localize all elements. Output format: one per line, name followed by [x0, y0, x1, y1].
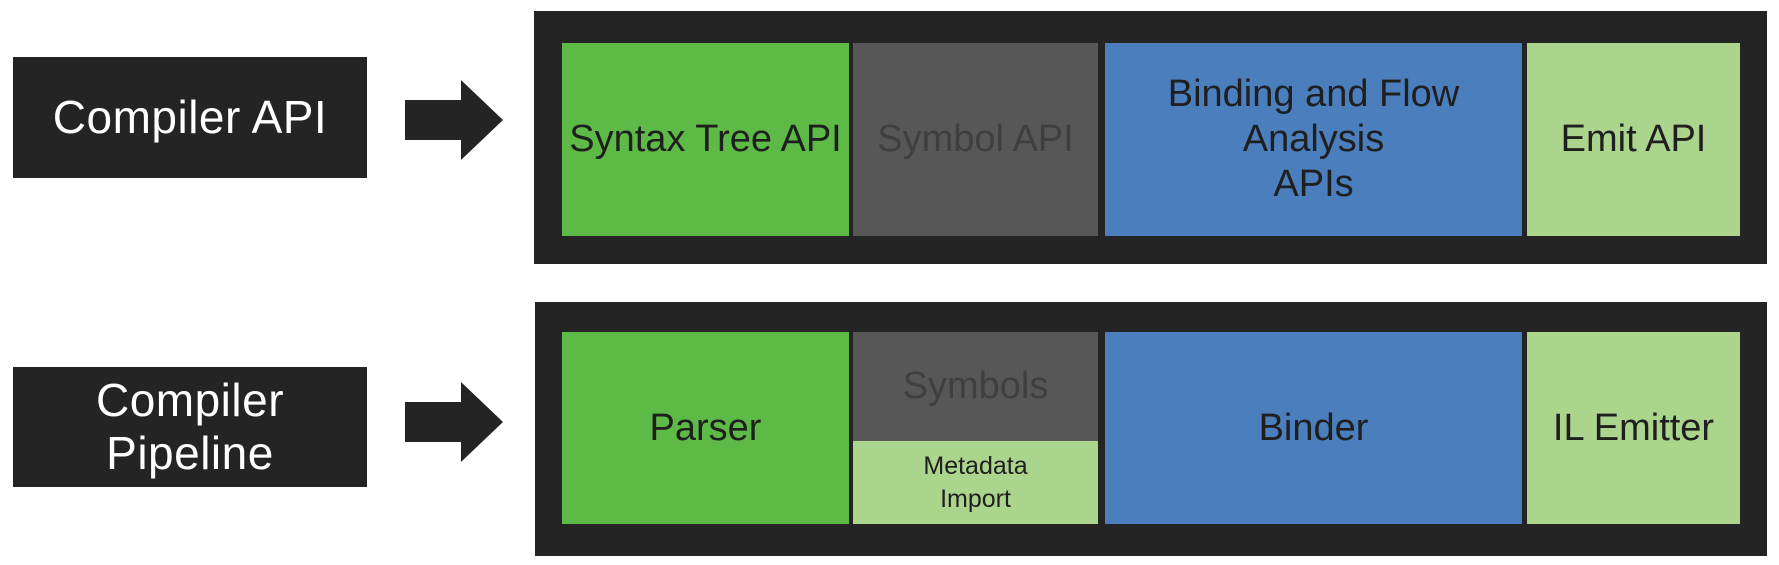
- segment-label: Emit API: [1560, 118, 1707, 161]
- compiler-api-container: Syntax Tree API Symbol API Binding and F…: [534, 11, 1767, 264]
- arrow-head: [461, 382, 503, 462]
- compiler-pipeline-label: Compiler Pipeline: [95, 374, 285, 479]
- right-arrow-icon: [405, 80, 503, 160]
- segment-emit-api: Emit API: [1527, 43, 1740, 236]
- segment-label: Syntax Tree API: [569, 118, 842, 161]
- segment-symbol-api: Symbol API: [853, 43, 1098, 236]
- segment-label: Parser: [649, 406, 762, 449]
- segment-label: Binding and Flow Analysis APIs: [1167, 73, 1460, 205]
- compiler-pipeline-container: Parser Symbols Metadata Import Binder IL…: [535, 302, 1767, 556]
- segment-symbols: Symbols: [853, 332, 1098, 441]
- segment-label: IL Emitter: [1552, 406, 1715, 449]
- segment-binding-flow-analysis-apis: Binding and Flow Analysis APIs: [1105, 43, 1522, 236]
- arrow-head: [461, 80, 503, 160]
- segment-label: Symbol API: [877, 118, 1074, 161]
- segment-label: Binder: [1258, 406, 1369, 449]
- segment-syntax-tree-api: Syntax Tree API: [562, 43, 849, 236]
- arrow-shaft: [405, 100, 462, 140]
- right-arrow-icon: [405, 382, 503, 462]
- segment-metadata-import: Metadata Import: [853, 441, 1098, 524]
- compiler-api-label-box: Compiler API: [13, 57, 367, 178]
- compiler-api-label: Compiler API: [52, 91, 328, 144]
- arrow-shaft: [405, 402, 462, 442]
- segment-label: Metadata Import: [923, 452, 1028, 513]
- compiler-pipeline-label-box: Compiler Pipeline: [13, 367, 367, 487]
- segment-il-emitter: IL Emitter: [1527, 332, 1740, 524]
- segment-label: Symbols: [902, 365, 1049, 408]
- segment-binder: Binder: [1105, 332, 1522, 524]
- segment-parser: Parser: [562, 332, 849, 524]
